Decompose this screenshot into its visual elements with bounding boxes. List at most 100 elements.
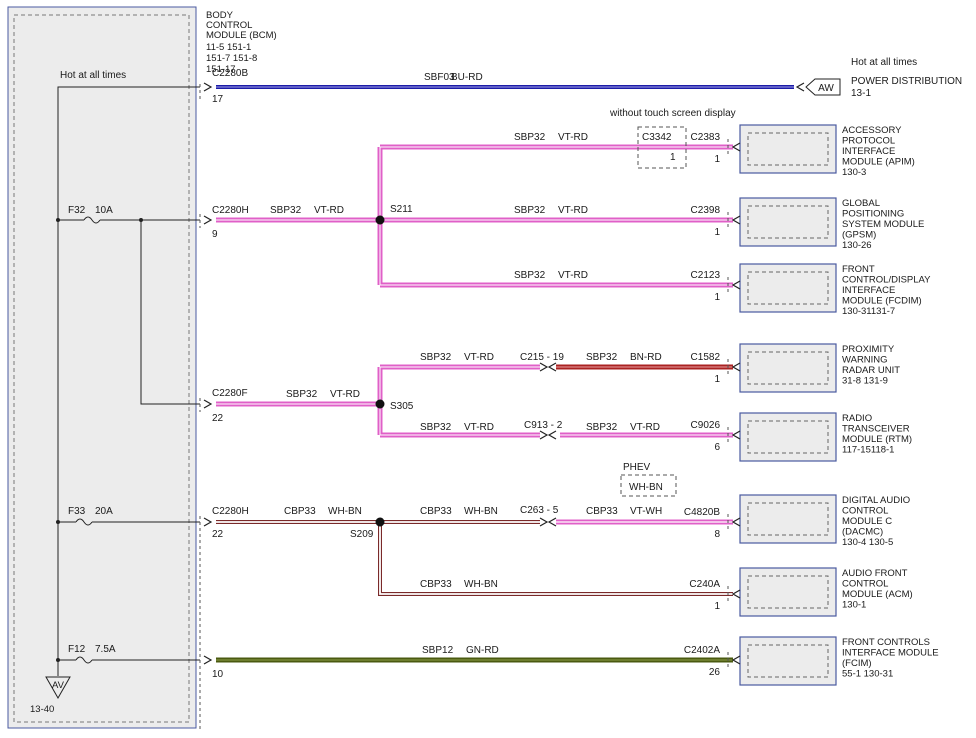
wire-labels: SBF03 BU-RD SBP32 VT-RD SBP32 VT-RD SBP3… — [270, 72, 662, 656]
pin-label: 9 — [212, 229, 218, 240]
wire-color: GN-RD — [466, 645, 499, 656]
wire-color: VT-RD — [630, 422, 660, 433]
module-title-line: PROTOCOL — [842, 136, 895, 147]
module-title-line: (GPSM) — [842, 230, 876, 241]
ground-ref: 13-40 — [30, 704, 54, 715]
module-connector-arrow — [731, 430, 741, 440]
inline-connector-labels: C215 - 19 C913 - 2 C263 - 5 — [520, 352, 564, 516]
module-title-line: MODULE (APIM) — [842, 157, 915, 168]
module-title-line: CONTROL — [842, 579, 888, 590]
wire-color: WH-BN — [328, 506, 362, 517]
module-ref: 117-15118-1 — [842, 445, 894, 456]
fuse-rating: 7.5A — [95, 644, 116, 655]
splice-label: S211 — [390, 204, 413, 215]
module-ref: 130-3 — [842, 167, 866, 178]
inline-connector-label: C913 - 2 — [524, 420, 563, 431]
module-connector-arrow — [731, 142, 741, 152]
wire-color: VT-WH — [630, 506, 662, 517]
wire-cbp33-group — [216, 520, 733, 596]
bcm-ref: 11-5 151-1 — [206, 42, 251, 53]
module-connector-arrow — [731, 362, 741, 372]
connector-label: C2280F — [212, 388, 248, 399]
bcm-hot-label: Hot at all times — [60, 70, 126, 81]
wire-circuit: SBF03 — [424, 72, 455, 83]
phev-label: PHEV — [623, 462, 651, 473]
module-connector-label: C2383 — [691, 132, 721, 143]
module-connector-label: C2123 — [691, 270, 721, 281]
ground-label: AV — [52, 680, 65, 691]
module-title-line: FRONT — [842, 264, 875, 275]
splice-labels: S211 S305 S209 — [350, 204, 414, 540]
wire-circuit: SBP32 — [286, 389, 318, 400]
module-title-line: CONTROL/DISPLAY — [842, 275, 931, 286]
bcm-title-line: BODY — [206, 10, 234, 21]
splice-label: S305 — [390, 401, 414, 412]
wire-circuit: SBP32 — [514, 205, 546, 216]
module-title-line: INTERFACE — [842, 146, 895, 157]
module-connector-label: C4820B — [684, 507, 720, 518]
module-box — [739, 263, 837, 313]
bcm-panel — [7, 6, 197, 729]
module-connector-label: C2402A — [684, 645, 720, 656]
touch-note: without touch screen display — [609, 108, 736, 119]
module-title-line: AUDIO FRONT — [842, 568, 908, 579]
module-title-line: CONTROL — [842, 506, 888, 517]
fuse-id: F12 — [68, 644, 86, 655]
module-pin-label: 1 — [714, 227, 720, 238]
module-connector-label: C240A — [689, 579, 720, 590]
module-pin-label: 1 — [714, 154, 720, 165]
module-connector-arrow — [731, 280, 741, 290]
wire-color: VT-RD — [314, 205, 344, 216]
module-box — [739, 343, 837, 393]
touch-connector-label: C3342 — [642, 132, 672, 143]
module-title-line: FRONT CONTROLS — [842, 637, 930, 648]
wire-color: WH-BN — [464, 506, 498, 517]
connector-label: C2280H — [212, 205, 249, 216]
pin-label: 22 — [212, 413, 224, 424]
wire-circuit: SBP32 — [586, 352, 618, 363]
bcm-connector-arrows — [203, 82, 213, 665]
inline-connector-label: C215 - 19 — [520, 352, 564, 363]
module-ref: 130-4 130-5 — [842, 537, 893, 548]
wire-color: BU-RD — [451, 72, 483, 83]
wire-color: VT-RD — [558, 205, 588, 216]
phev-wire-color: WH-BN — [629, 482, 663, 493]
module-connector-arrow — [731, 655, 741, 665]
module-title-line: POSITIONING — [842, 209, 904, 220]
connector-label: C2280B — [212, 68, 248, 79]
module-pin-label: 1 — [714, 601, 720, 612]
module-title-line: ACCESSORY — [842, 125, 902, 136]
module-title-line: MODULE (FCDIM) — [842, 296, 922, 307]
module-box — [739, 636, 837, 686]
splice-label: S209 — [350, 529, 374, 540]
module-connector-arrow — [731, 517, 741, 527]
module-connector-label: C2398 — [691, 205, 721, 216]
connector-label: C2280H — [212, 506, 249, 517]
fuse-id: F33 — [68, 506, 86, 517]
fuse-labels: F32 10A F33 20A F12 7.5A — [68, 205, 116, 655]
wire-color: VT-RD — [464, 352, 494, 363]
module-pin-label: 1 — [714, 374, 720, 385]
fuse-rating: 10A — [95, 205, 113, 216]
module-title-line: MODULE (RTM) — [842, 434, 912, 445]
module-box — [739, 567, 837, 617]
module-pin-label: 8 — [714, 529, 720, 540]
module-title-line: (FCIM) — [842, 658, 872, 669]
module-title-line: MODULE C — [842, 516, 892, 527]
module-box — [739, 197, 837, 247]
module-title-line: INTERFACE — [842, 285, 895, 296]
module-ref: 130-1 — [842, 600, 866, 611]
phev-option: PHEV WH-BN — [620, 462, 677, 497]
bcm-ref: 151-17 — [206, 64, 236, 75]
pin-label: 22 — [212, 529, 224, 540]
wire-circuit: SBP32 — [586, 422, 618, 433]
wire-circuit: SBP32 — [420, 352, 452, 363]
wire-color: WH-BN — [464, 579, 498, 590]
wire-color: VT-RD — [464, 422, 494, 433]
module-pin-label: 26 — [709, 667, 721, 678]
